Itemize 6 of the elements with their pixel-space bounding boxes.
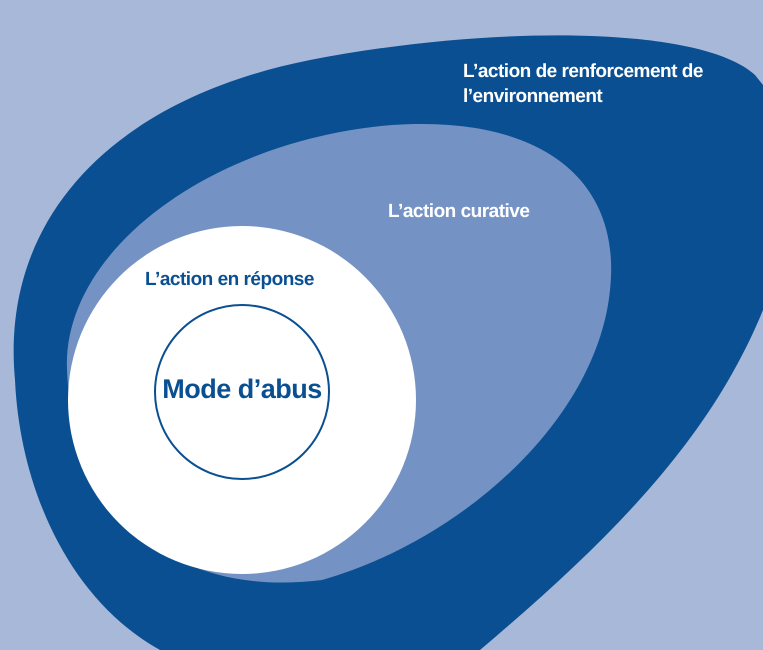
zone-title: L’action curative [388,200,530,224]
circle-zone [67,225,417,575]
zone-title: L’action en réponse [145,268,315,292]
zone-title: Mode d’abus [161,373,323,406]
circle-zone [154,304,330,480]
zone-title: L’action de renforcement de l’environnement [463,60,704,109]
